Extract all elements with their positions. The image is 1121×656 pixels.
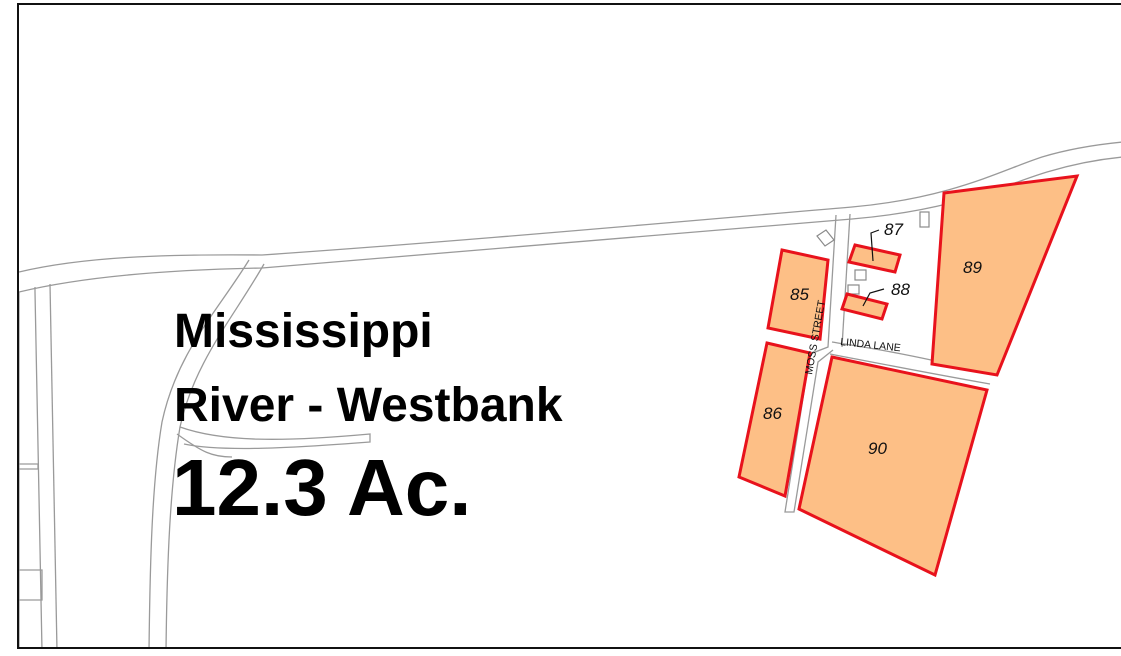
building <box>847 284 860 295</box>
parcel-90[interactable] <box>797 355 989 578</box>
building <box>919 211 930 228</box>
parcel-87[interactable] <box>847 243 902 274</box>
side-road <box>148 259 371 647</box>
left-roads <box>19 283 58 647</box>
lot-label-86: 86 <box>763 404 782 423</box>
leaders <box>862 229 885 307</box>
acreage-label: 12.3 Ac. <box>172 443 472 532</box>
title-line-2: River - Westbank <box>174 379 563 432</box>
street-label-linda: LINDA LANE <box>840 336 902 354</box>
parcel-89[interactable] <box>930 174 1080 377</box>
leader-87 <box>870 229 880 262</box>
parcel-map[interactable]: 85 86 87 88 89 90 MOSS STREET LINDA LANE <box>19 5 1121 649</box>
lot-label-90: 90 <box>868 439 887 458</box>
lot-labels: 85 86 87 88 89 90 <box>763 220 982 458</box>
building <box>816 229 835 247</box>
building <box>854 269 867 281</box>
lot-label-89: 89 <box>963 258 982 277</box>
map-frame: 85 86 87 88 89 90 MOSS STREET LINDA LANE… <box>17 3 1121 649</box>
parcel-88[interactable] <box>840 292 889 321</box>
parcel-85[interactable] <box>766 248 830 341</box>
buildings <box>816 211 930 295</box>
lot-label-88: 88 <box>891 280 910 299</box>
parcels <box>737 174 1080 578</box>
leader-88 <box>862 288 885 307</box>
title-line-1: Mississippi <box>174 305 433 358</box>
lot-label-85: 85 <box>790 285 809 304</box>
moss-street-road <box>784 213 851 513</box>
lot-label-87: 87 <box>884 220 903 239</box>
parcel-86[interactable] <box>737 341 812 499</box>
